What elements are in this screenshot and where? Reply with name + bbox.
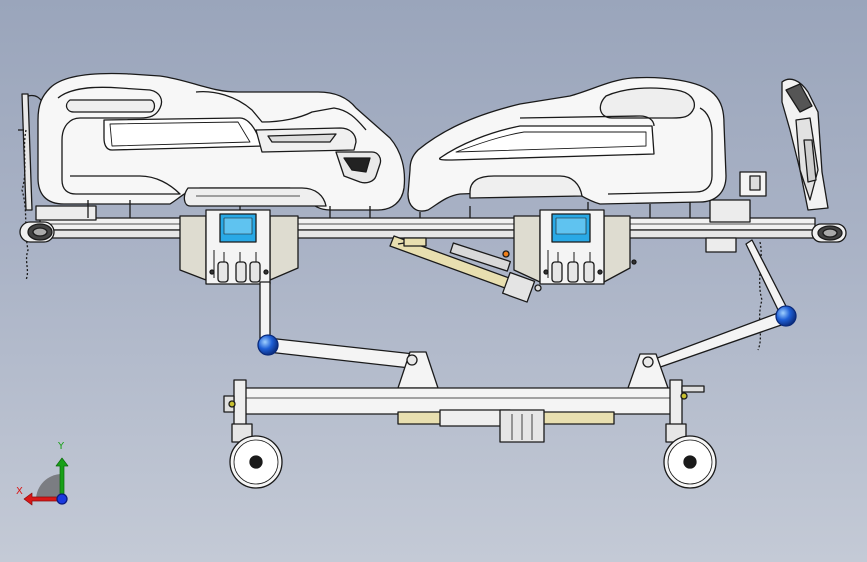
head-pivot-joint [257, 334, 279, 356]
base-frame [223, 379, 705, 443]
foot-end [757, 78, 847, 351]
x-axis-label: X [16, 486, 23, 497]
z-axis-dot [56, 493, 68, 505]
y-axis-label: Y [58, 441, 65, 452]
caster-foot [663, 423, 717, 489]
foot-pivot-joint [775, 305, 797, 327]
backrest-actuator [389, 235, 542, 303]
pivot-joints [257, 305, 797, 356]
foot-motor-housing [513, 209, 637, 285]
foot-side-rail [407, 76, 727, 218]
caster-head [229, 423, 283, 489]
head-end [18, 93, 55, 281]
head-motor-housing [179, 209, 299, 285]
head-side-rail [37, 72, 406, 218]
axis-triad[interactable] [23, 457, 69, 506]
y-axis-arrow [55, 457, 69, 500]
